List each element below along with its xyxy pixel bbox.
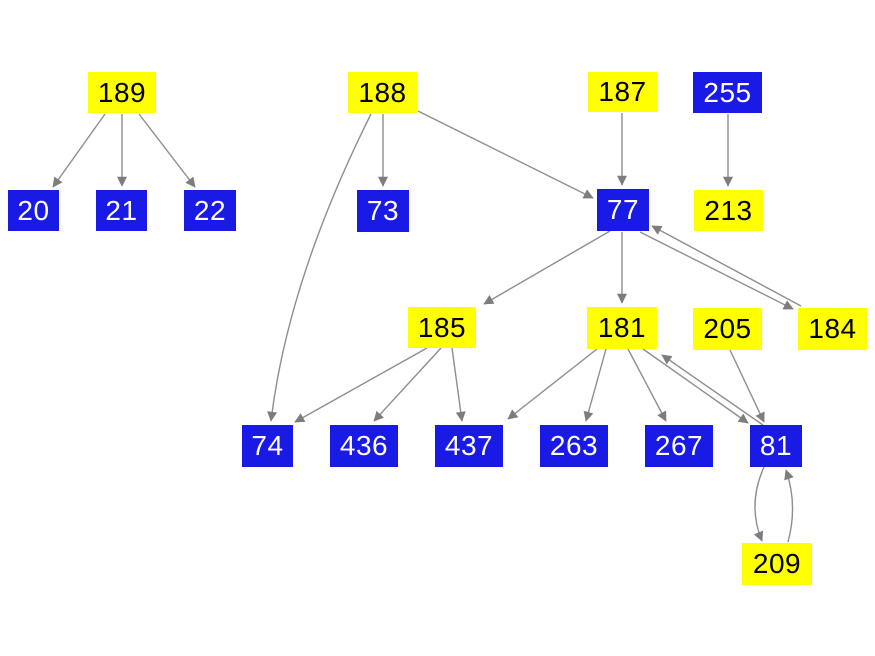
node-label: 255 — [703, 76, 752, 108]
node-81: 81 — [750, 425, 802, 467]
node-label: 209 — [752, 548, 802, 579]
edge-181-263 — [583, 348, 607, 422]
node-label: 189 — [97, 76, 147, 108]
node-209: 209 — [742, 543, 812, 585]
node-label: 263 — [549, 430, 599, 461]
edge-188-77 — [417, 110, 594, 199]
node-label: 436 — [339, 430, 389, 461]
node-label: 181 — [597, 312, 647, 343]
edge-185-436 — [373, 347, 442, 422]
node-label: 184 — [808, 313, 857, 344]
edge-77-185 — [483, 230, 611, 305]
edge-185-437 — [451, 347, 466, 422]
node-267: 267 — [645, 425, 713, 467]
edge-185-74 — [294, 347, 428, 423]
node-label: 267 — [654, 430, 704, 461]
node-437: 437 — [435, 425, 503, 467]
node-77: 77 — [597, 189, 649, 231]
node-label: 205 — [703, 313, 752, 344]
edge-81-209 — [753, 466, 765, 542]
node-label: 77 — [606, 194, 640, 225]
node-label: 21 — [105, 194, 138, 226]
node-188: 188 — [348, 72, 417, 113]
node-73: 73 — [357, 190, 409, 232]
node-21: 21 — [96, 190, 147, 231]
node-436: 436 — [330, 425, 398, 467]
edge-77-184 — [639, 231, 794, 310]
node-205: 205 — [693, 308, 762, 350]
node-184: 184 — [798, 308, 867, 350]
node-185: 185 — [408, 307, 476, 348]
edge-181-437 — [507, 348, 598, 420]
node-label: 73 — [366, 195, 400, 226]
edge-81-181 — [661, 354, 764, 426]
node-187: 187 — [588, 72, 657, 112]
node-label: 81 — [759, 430, 793, 461]
node-263: 263 — [540, 425, 608, 467]
node-label: 22 — [193, 194, 227, 226]
node-189: 189 — [88, 72, 156, 113]
node-label: 213 — [704, 194, 753, 226]
node-74: 74 — [242, 425, 293, 467]
node-label: 185 — [417, 311, 467, 343]
edge-189-20 — [52, 113, 106, 188]
node-22: 22 — [184, 190, 236, 231]
node-20: 20 — [8, 190, 59, 231]
edge-189-22 — [138, 113, 196, 188]
edge-181-267 — [627, 348, 667, 422]
node-213: 213 — [694, 190, 763, 231]
node-label: 74 — [251, 430, 284, 461]
edge-184-77 — [651, 225, 802, 307]
edge-209-81 — [784, 469, 794, 543]
edge-188-74 — [267, 113, 372, 422]
node-label: 188 — [358, 76, 407, 108]
node-label: 437 — [444, 430, 494, 461]
edge-181-81 — [642, 348, 749, 424]
node-181: 181 — [587, 307, 657, 349]
node-label: 187 — [598, 76, 647, 107]
node-label: 20 — [17, 194, 50, 226]
edge-205-81 — [729, 349, 765, 423]
node-255: 255 — [693, 72, 762, 113]
